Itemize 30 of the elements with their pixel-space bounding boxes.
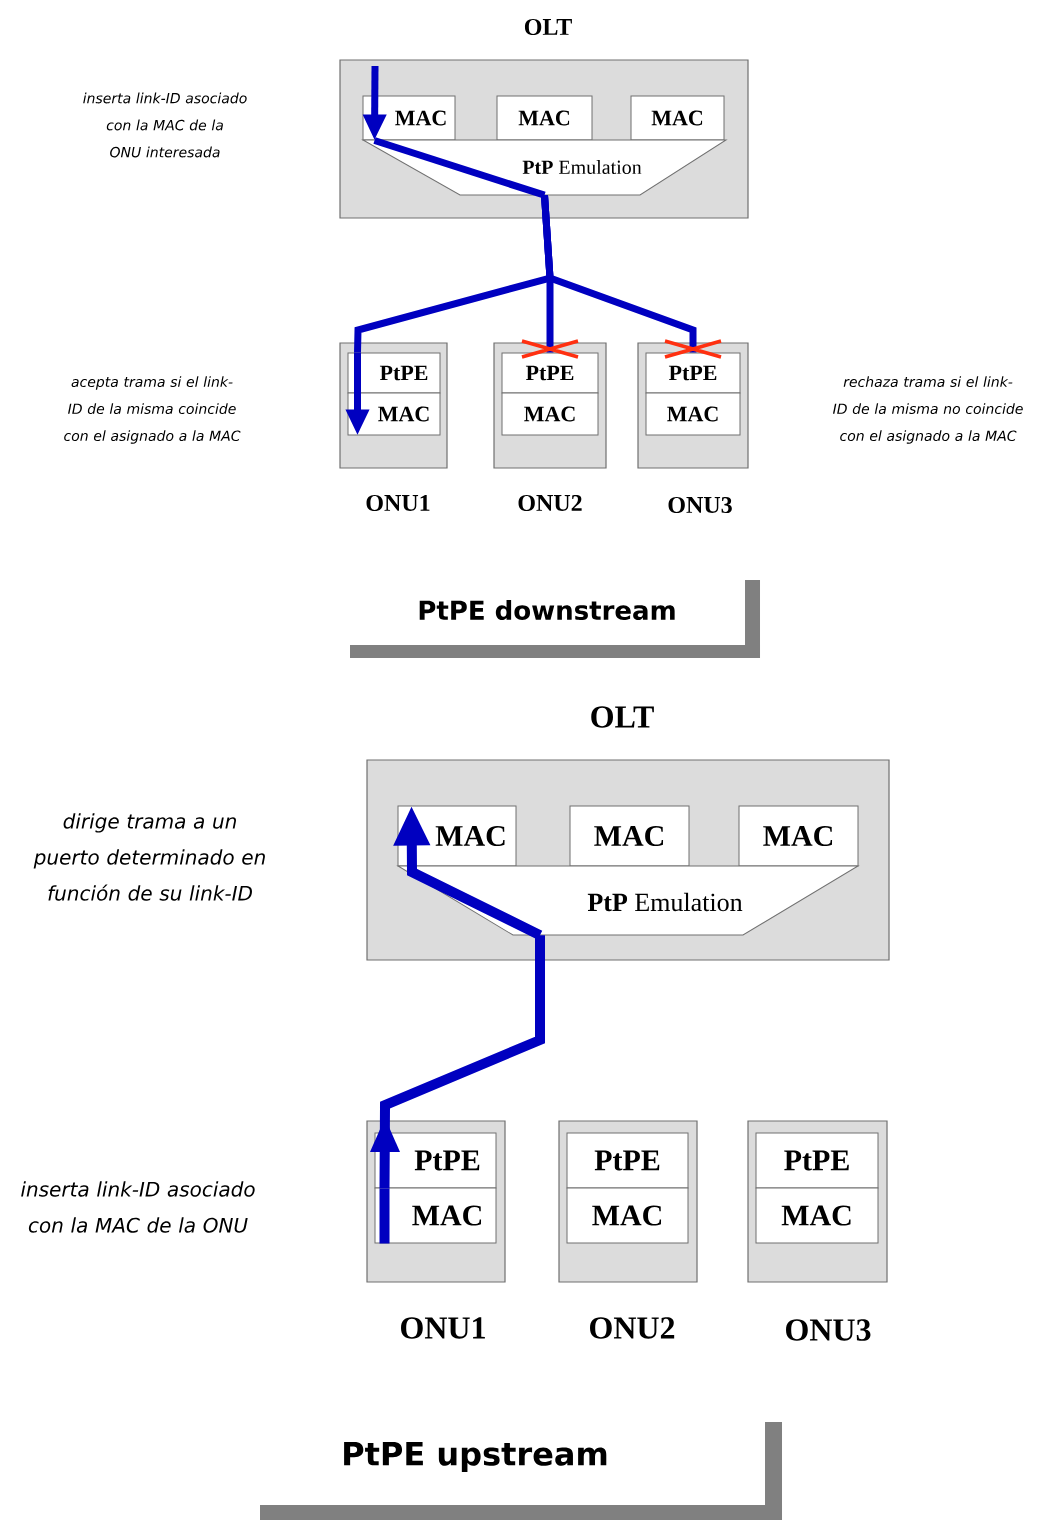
layer-cell: PtPE: [347, 352, 441, 394]
layer-cell: MAC: [374, 1187, 497, 1244]
device-label: ONU1: [401, 1317, 485, 1339]
layer-cell: PtPE: [645, 352, 741, 394]
device-label: OLT: [524, 18, 572, 36]
layer-cell: MAC: [645, 392, 741, 436]
title-banner: PtPE downstream: [350, 580, 760, 658]
layer-cell: PtPE: [755, 1132, 879, 1189]
annotation-text: dirige trama a un puerto determinado en función de su link-ID: [33, 813, 265, 901]
device-label: ONU3: [786, 1319, 871, 1341]
device-label: ONU2: [590, 1317, 675, 1339]
device-label: ONU1: [366, 494, 430, 512]
layer-cell: MAC: [738, 805, 859, 867]
layer-cell: MAC: [566, 1187, 689, 1244]
layer-cell: MAC: [501, 392, 599, 436]
annotation-text: rechaza trama si el link-ID de la misma no coincide con el asignado a la MAC: [833, 376, 1023, 444]
layer-cell: PtPE: [566, 1132, 689, 1189]
arrow: [370, 935, 545, 1189]
annotation-text: acepta trama si el link-ID de la misma coincide con el asignado a la MAC: [64, 376, 241, 444]
annotation-text: inserta link-ID asociado con la MAC de la ONU: [21, 1181, 255, 1233]
layer-cell: PtPE: [501, 352, 599, 394]
layer-cell: MAC: [496, 95, 593, 141]
device-label: OLT: [591, 706, 654, 728]
layer-cell: MAC: [569, 805, 690, 867]
layer-cell: MAC: [630, 95, 725, 141]
title-banner: PtPE upstream: [260, 1422, 782, 1520]
annotation-text: inserta link-ID asociado con la MAC de la ONU interesada: [83, 92, 247, 158]
device-label: ONU3: [668, 496, 732, 514]
layer-cell: MAC: [755, 1187, 879, 1244]
device-label: ONU2: [518, 494, 582, 512]
